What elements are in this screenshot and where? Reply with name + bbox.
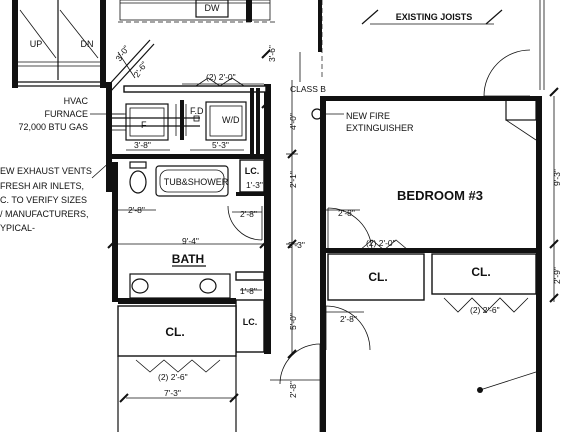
hall-door-arc <box>279 343 321 385</box>
existing-joists-note: EXISTING JOISTS <box>361 9 503 25</box>
hall-dimensions: CLASS B 3'-6" 4'-0" 2'-1" 3'-3" 5'-0" 2'… <box>267 45 414 398</box>
hvac-note: HVAC FURNACE 72,000 BTU GAS <box>18 96 124 132</box>
dim-2-2-0-b: (2) 2'-0" <box>366 238 396 248</box>
hvac-line-1: HVAC <box>64 96 89 106</box>
stair-down-label: DN <box>81 39 94 49</box>
hvac-line-2: FURNACE <box>44 109 88 119</box>
linen-closets: LC. 1'-3" 2'-8" 1'-8" LC. <box>232 159 265 353</box>
main-walls <box>106 0 322 354</box>
fire-ext-line-1: NEW FIRE <box>346 111 390 121</box>
linen-closet-label-2: LC. <box>243 317 258 327</box>
dim-2-8-e: 2'-8" <box>340 314 357 324</box>
dim-2-2-6-a: (2) 2'-6" <box>158 372 188 382</box>
dimension-ticks <box>107 49 559 403</box>
exhaust-line-5: YPICAL- <box>0 223 35 233</box>
exhaust-note: EW EXHAUST VENTS FRESH AIR INLETS, C. TO… <box>0 159 113 233</box>
dim-3-6: 3'-6" <box>267 45 277 62</box>
bedroom-door-arc <box>327 207 373 253</box>
dim-3-3: 3'-3" <box>288 240 305 250</box>
dim-9-4: 9'-4" <box>182 236 199 246</box>
kitchen-counter: DW <box>118 0 275 23</box>
dishwasher-label: DW <box>205 3 220 13</box>
sink-icon <box>199 278 217 294</box>
existing-joists-label: EXISTING JOISTS <box>396 12 473 22</box>
exhaust-line-4: / MANUFACTURERS, <box>0 209 89 219</box>
bedroom-closets: CL. CL. (2) 2'-0" (2) 2'-6" 2'-8" <box>325 238 537 351</box>
stair-up-label: UP <box>30 39 43 49</box>
dim-2-9: 2'-9" <box>552 267 562 284</box>
bath-area: TUB&SHOWER 2'-8" 9'-4" BATH <box>112 161 264 304</box>
dim-2-8-d: 2'-8" <box>338 208 355 218</box>
closet-label-left: CL. <box>368 270 387 284</box>
fire-ext-line-2: EXTINGUISHER <box>346 123 414 133</box>
exhaust-line-3: C. TO VERIFY SIZES <box>0 195 87 205</box>
lower-right <box>270 343 537 432</box>
class-b-label: CLASS B <box>290 84 326 94</box>
closet-label-lower: CL. <box>165 325 184 339</box>
laundry-room: W/D F.D F 3'-8" 5'-3" (2) 2'-0" <box>112 72 267 154</box>
bath-room-label: BATH <box>172 252 204 266</box>
bedroom-label: BEDROOM #3 <box>397 188 483 203</box>
dim-1-8: 1'-8" <box>240 286 257 296</box>
dim-2-2-6-b: (2) 2'-6" <box>470 305 500 315</box>
closet-label-right: CL. <box>471 265 490 279</box>
dim-2-8-c: 2'-8" <box>288 381 298 398</box>
linen-closet-label-1: LC. <box>245 166 260 176</box>
exhaust-line-1: EW EXHAUST VENTS <box>0 166 92 176</box>
dim-2-2-0-top: (2) 2'-0" <box>206 72 236 82</box>
dim-2-1: 2'-1" <box>288 171 298 188</box>
dim-3-0: 3'-0" <box>113 44 131 64</box>
hvac-line-3: 72,000 BTU GAS <box>18 122 88 132</box>
bedroom-3: BEDROOM #3 9'-3" 2'-9" 2'-8" <box>320 96 562 432</box>
door-swing-arc <box>483 49 531 97</box>
dim-2-8-a: 2'-8" <box>128 205 145 215</box>
closet-door-arc <box>325 305 371 351</box>
lower-closet: CL. (2) 2'-6" 7'-3" <box>117 305 237 432</box>
dim-1-3: 1'-3" <box>246 180 263 190</box>
tub-shower-label: TUB&SHOWER <box>164 177 229 187</box>
floor-drain-label: F.D <box>190 106 204 116</box>
furnace-label: F <box>141 120 147 130</box>
bath-door-arc <box>227 205 263 241</box>
dim-4-0: 4'-0" <box>288 113 298 130</box>
dim-3-8: 3'-8" <box>134 140 151 150</box>
toilet-icon <box>129 170 147 194</box>
dim-5-0: 5'-0" <box>288 313 298 330</box>
dim-2-6-top: 2'-6" <box>131 60 149 80</box>
dim-9-3: 9'-3" <box>552 169 562 186</box>
exhaust-line-2: FRESH AIR INLETS, <box>0 181 84 191</box>
washer-dryer-label: W/D <box>222 115 240 125</box>
dim-2-8-b: 2'-8" <box>240 209 257 219</box>
stair-landing: 3'-0" 2'-6" <box>105 39 155 93</box>
dim-5-3: 5'-3" <box>212 140 229 150</box>
dim-7-3: 7'-3" <box>164 388 181 398</box>
sink-icon <box>131 278 149 294</box>
stair-area: UP DN <box>12 0 106 88</box>
